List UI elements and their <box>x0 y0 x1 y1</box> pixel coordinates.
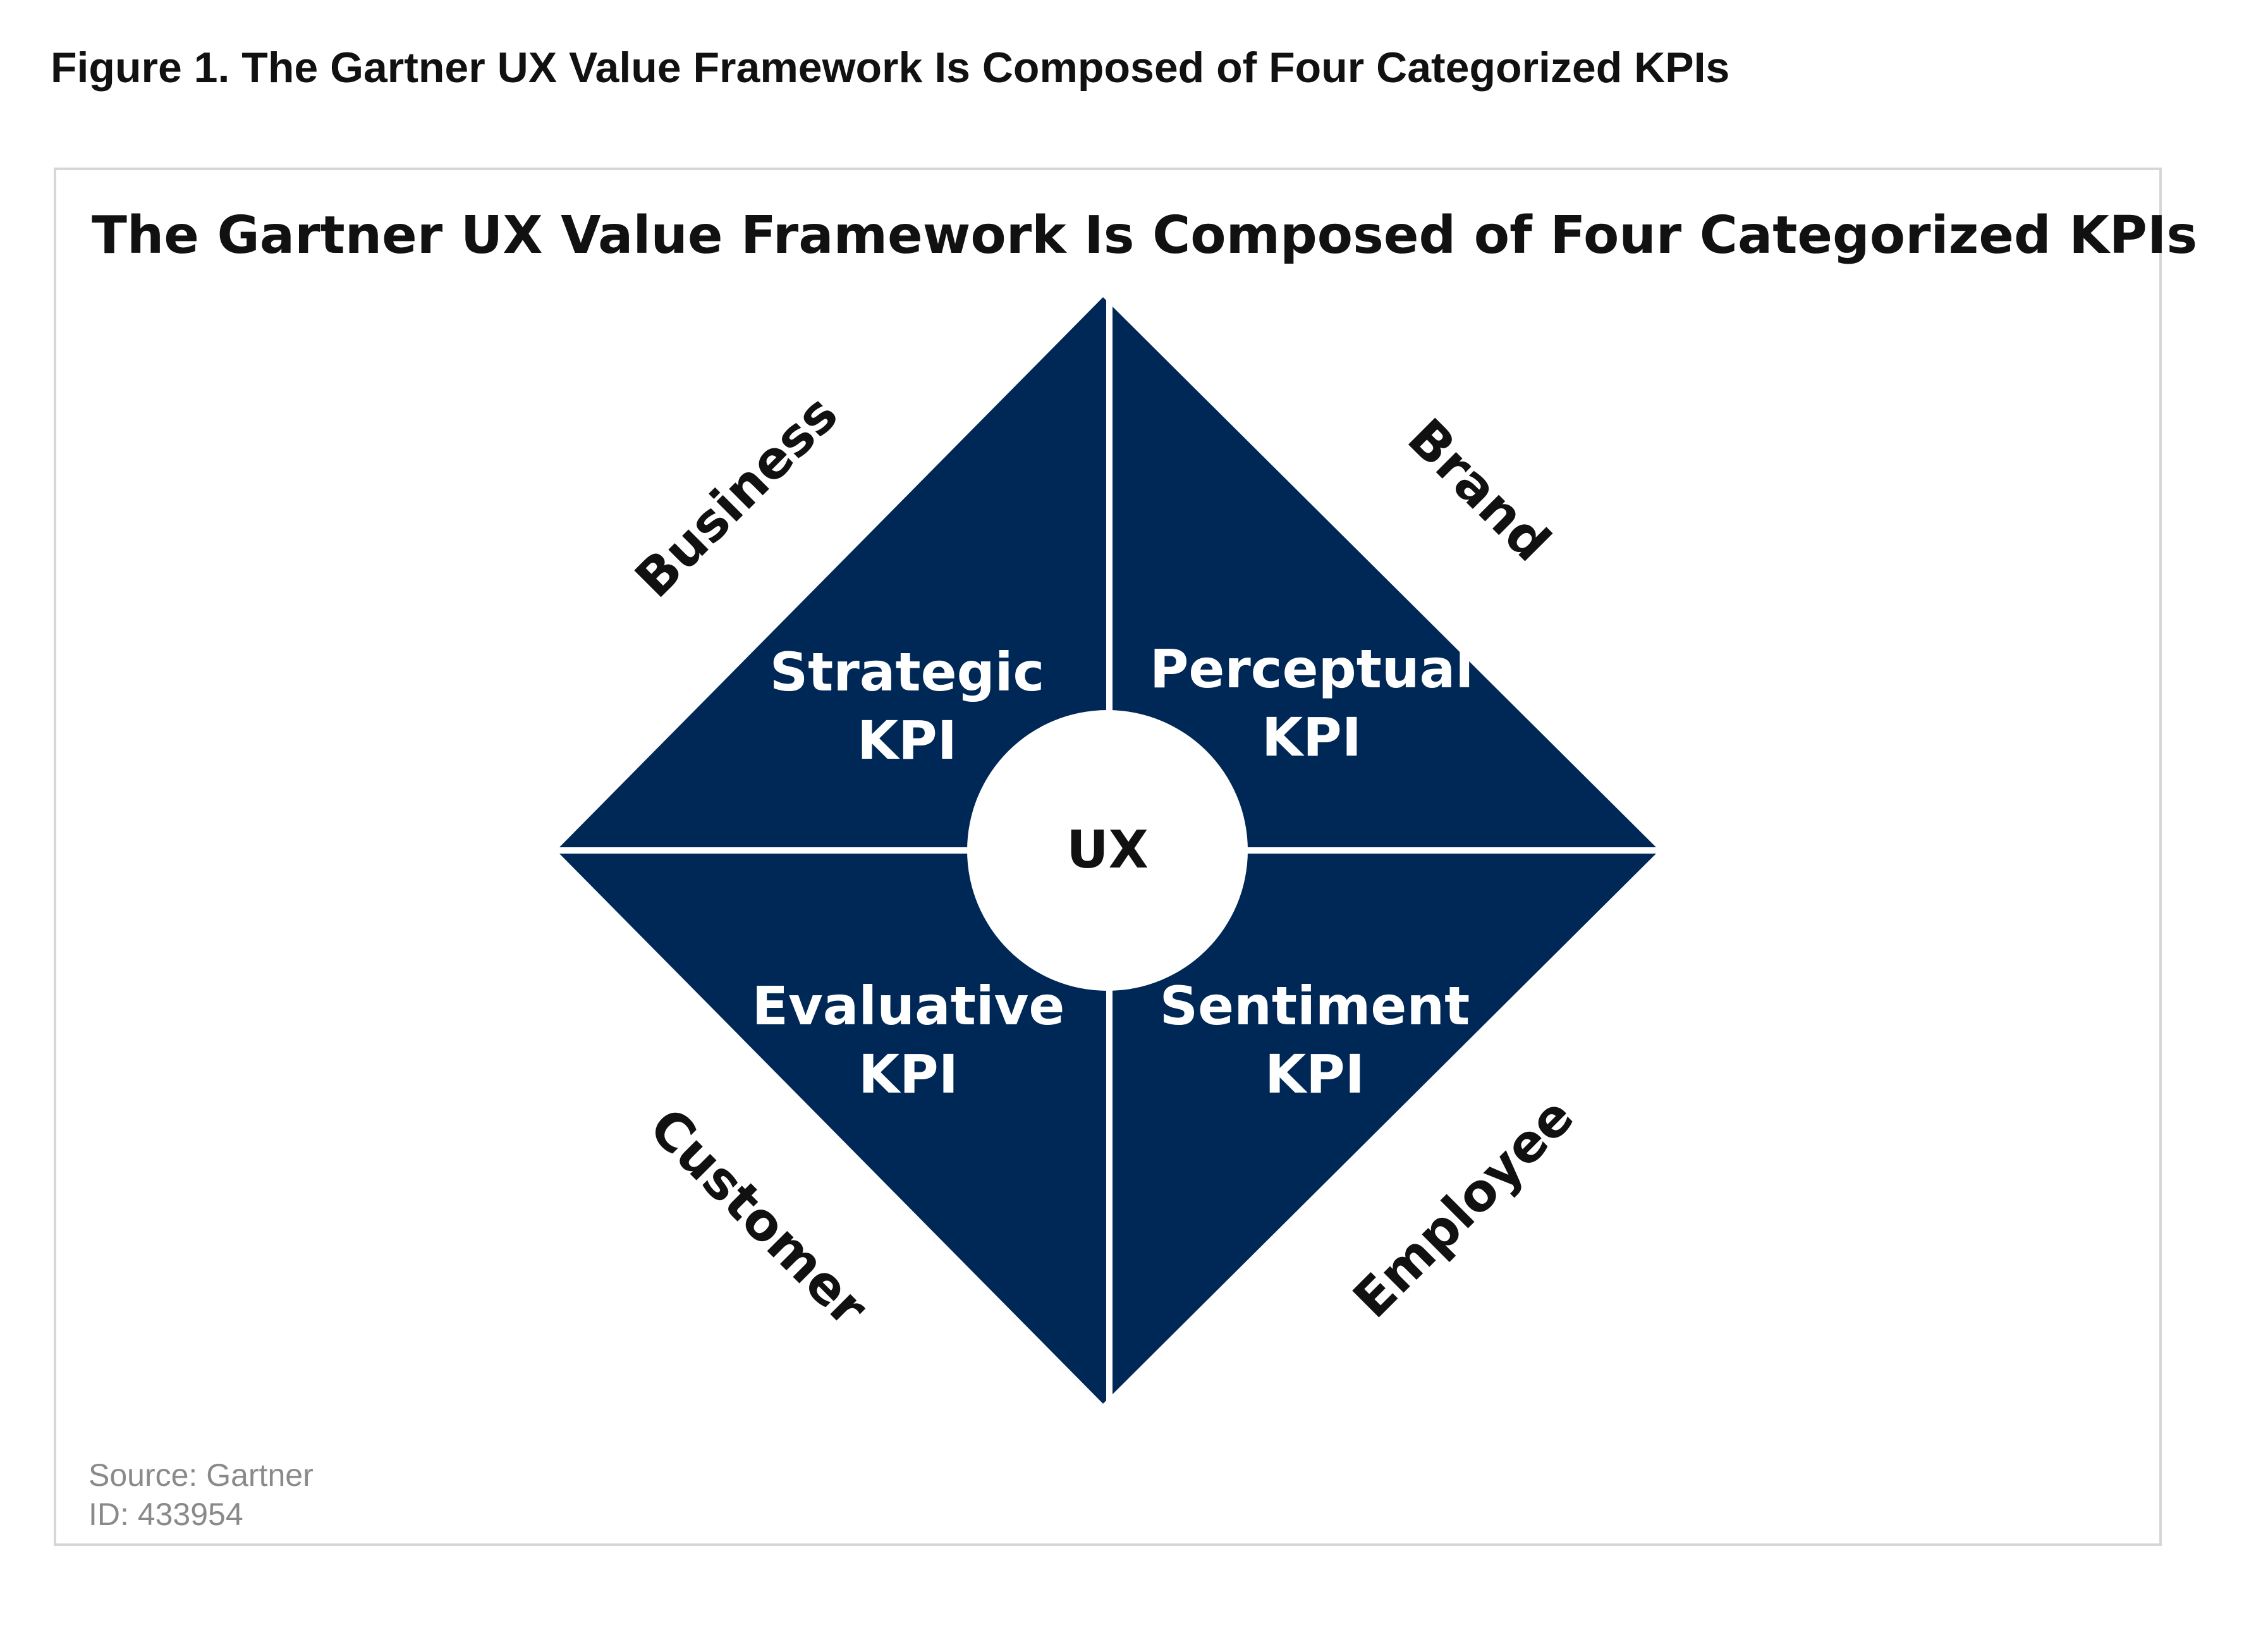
ux-center-circle <box>967 710 1248 991</box>
quadrant-bottom-left-shape <box>556 850 1103 1404</box>
strategic-kpi-line2: KPI <box>857 709 957 771</box>
quadrant-top-left-shape <box>556 297 1103 850</box>
ux-center-label: UX <box>1066 820 1149 880</box>
page-title: Figure 1. The Gartner UX Value Framework… <box>51 44 1730 92</box>
quadrant-bottom-right-shape <box>1103 850 1659 1404</box>
figure-title: The Gartner UX Value Framework Is Compos… <box>92 205 2197 266</box>
perceptual-kpi-line1: Perceptual <box>1150 638 1473 700</box>
evaluative-kpi-line2: KPI <box>858 1043 958 1105</box>
category-brand-label: Brand <box>1396 408 1562 573</box>
sentiment-kpi-line2: KPI <box>1265 1043 1365 1105</box>
sentiment-kpi-line1: Sentiment <box>1160 975 1470 1037</box>
category-business-label: Business <box>624 384 850 610</box>
source-text: Source: Gartner <box>88 1457 314 1493</box>
strategic-kpi-line1: Strategic <box>770 641 1045 703</box>
framework-diamond: UX <box>556 297 1659 1404</box>
quadrant-labels: Strategic KPI Perceptual KPI Evaluative … <box>752 638 1474 1105</box>
quadrant-top-right-shape <box>1103 297 1659 850</box>
evaluative-kpi-line1: Evaluative <box>752 975 1065 1037</box>
figure-id-text: ID: 433954 <box>88 1497 243 1532</box>
perceptual-kpi-line2: KPI <box>1262 706 1362 768</box>
